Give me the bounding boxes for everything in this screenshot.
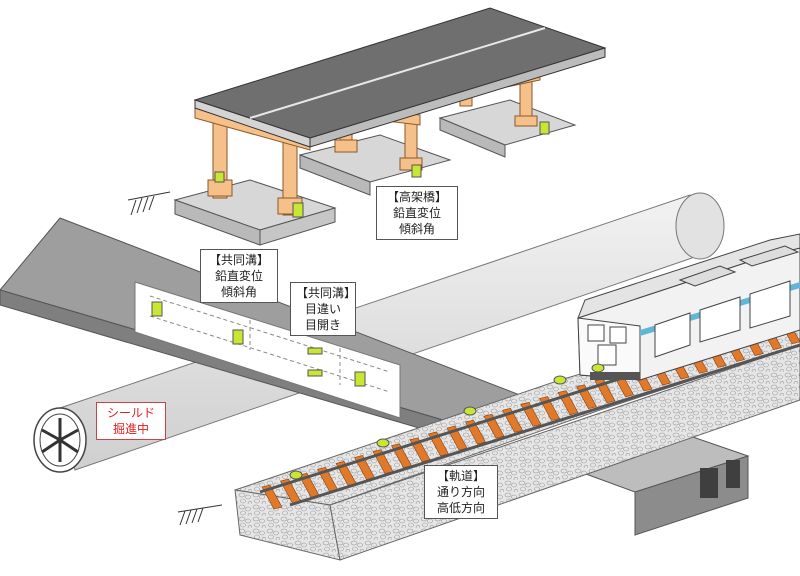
callout-duct-left-title: 【共同溝】 — [208, 253, 269, 267]
callout-viaduct-line-2: 傾斜角 — [398, 222, 435, 236]
sensor-icon — [354, 371, 366, 387]
ground-hatch-icon — [127, 191, 223, 526]
callout-duct-left: 【共同溝】 鉛直変位 傾斜角 — [200, 249, 278, 303]
sensor-icon — [539, 121, 550, 135]
callout-viaduct-title: 【高架橋】 — [386, 190, 447, 204]
sensor-icon — [591, 363, 605, 373]
callout-track: 【軌道】 通り方向 高低方向 — [424, 465, 498, 519]
callout-shield-line-1: シールド — [106, 406, 155, 420]
callout-viaduct: 【高架橋】 鉛直変位 傾斜角 — [376, 186, 458, 240]
callout-shield: シールド 掘進中 — [96, 402, 166, 440]
callout-duct-right: 【共同溝】 目違い 目開き — [290, 282, 356, 336]
sensor-icon — [232, 329, 244, 345]
callout-duct-left-line-1: 鉛直変位 — [214, 269, 263, 283]
sensor-icon — [151, 301, 163, 317]
callout-track-line-1: 通り方向 — [436, 485, 485, 499]
sensor-icon — [553, 375, 567, 385]
sensor-icon — [307, 347, 323, 355]
callout-viaduct-line-1: 鉛直変位 — [392, 206, 441, 220]
callout-duct-right-line-1: 目違い — [304, 302, 341, 316]
sensor-icon — [292, 202, 304, 218]
shield-tunnel — [59, 192, 725, 471]
sensor-icon — [214, 171, 225, 183]
shield-cutter-icon — [33, 407, 87, 473]
callout-shield-line-2: 掘進中 — [112, 422, 149, 436]
common-duct — [0, 217, 522, 441]
callout-duct-right-line-2: 目開き — [304, 318, 341, 332]
train — [577, 233, 800, 381]
sensor-icon — [411, 164, 422, 178]
sensors — [151, 121, 605, 480]
sensor-icon — [289, 470, 303, 480]
callout-track-title: 【軌道】 — [436, 469, 485, 483]
sensor-icon — [463, 406, 477, 416]
sensor-icon — [376, 438, 390, 448]
callout-duct-left-line-2: 傾斜角 — [220, 285, 257, 299]
viaduct-deck — [193, 7, 607, 148]
box-culvert — [573, 435, 750, 536]
sensor-icon — [307, 369, 323, 377]
callout-track-line-2: 高低方向 — [436, 501, 485, 515]
callout-duct-right-title: 【共同溝】 — [296, 286, 357, 300]
